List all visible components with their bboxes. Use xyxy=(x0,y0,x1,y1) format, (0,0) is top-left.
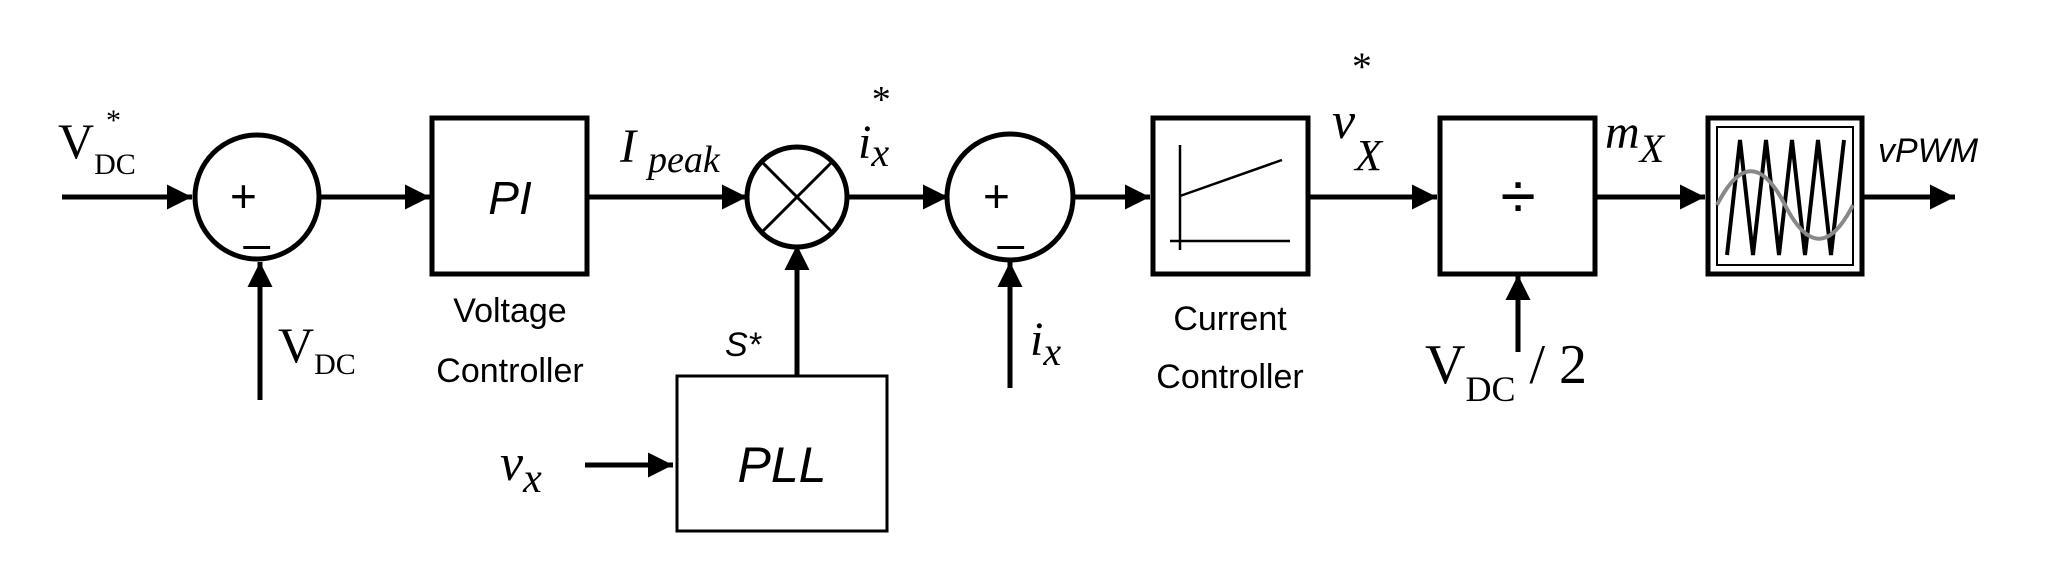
divide-icon: ÷ xyxy=(1500,160,1535,232)
pi-label: PI xyxy=(488,172,532,224)
voltage-controller-caption-line2: Controller xyxy=(436,352,583,390)
summer1-plus-sign: + xyxy=(230,170,257,222)
carrier-triangle-wave-icon xyxy=(1725,139,1846,256)
vdc-feedback-label: VDC xyxy=(278,317,356,381)
pll-block: PLL xyxy=(675,374,889,533)
ix-feedback-label: ix xyxy=(1030,313,1061,374)
multiplier-junction xyxy=(744,144,850,250)
summer2-minus-sign: _ xyxy=(997,198,1025,250)
pi-block: PI xyxy=(429,115,590,277)
mx-label: mX xyxy=(1605,106,1666,171)
vdc-ref-label: VDC* xyxy=(58,104,136,181)
summer2-plus-sign: + xyxy=(983,170,1010,222)
summing-junction-1: + _ xyxy=(192,132,322,262)
ix-ref-label: ix* xyxy=(858,79,889,175)
current-controller-caption-line2: Controller xyxy=(1156,358,1303,396)
current-controller-block xyxy=(1150,115,1311,277)
current-controller-caption-line1: Current xyxy=(1173,300,1287,338)
vdc-half-label: VDC / 2 xyxy=(1425,334,1587,409)
voltage-controller-caption-line1: Voltage xyxy=(453,292,566,330)
summing-junction-2: + _ xyxy=(944,131,1076,263)
vx-ref-label: vX* xyxy=(1332,44,1384,180)
s-star-label: S* xyxy=(725,326,763,364)
pwm-block xyxy=(1705,115,1865,277)
pll-label: PLL xyxy=(738,437,827,493)
vpwm-label: vPWM xyxy=(1878,132,1979,170)
sine-reference-icon xyxy=(1715,169,1855,241)
divider-block: ÷ xyxy=(1437,115,1598,277)
vx-input-label: vx xyxy=(500,435,542,502)
summer1-minus-sign: _ xyxy=(243,198,271,250)
